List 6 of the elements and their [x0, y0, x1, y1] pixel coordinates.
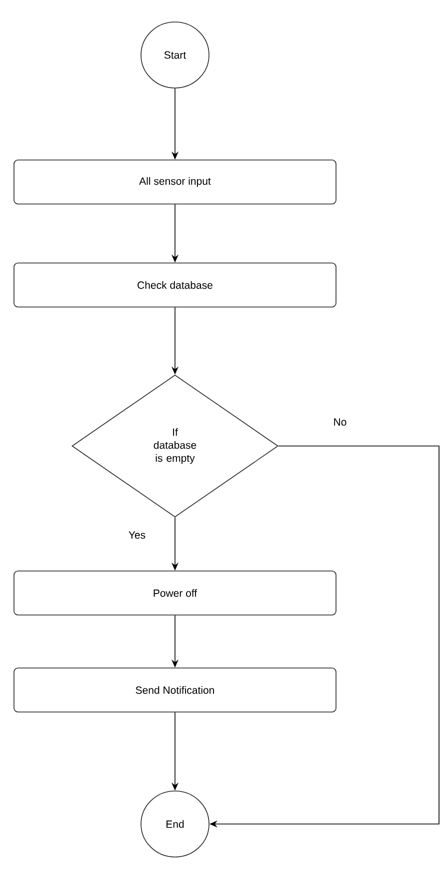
edge-label: Yes — [127, 530, 147, 540]
process-box: Power off — [14, 570, 336, 616]
process-box: All sensor input — [14, 160, 336, 204]
edge-label: No — [332, 417, 348, 427]
process-box: Send Notification — [14, 668, 336, 712]
process-box: Check database — [14, 262, 336, 308]
